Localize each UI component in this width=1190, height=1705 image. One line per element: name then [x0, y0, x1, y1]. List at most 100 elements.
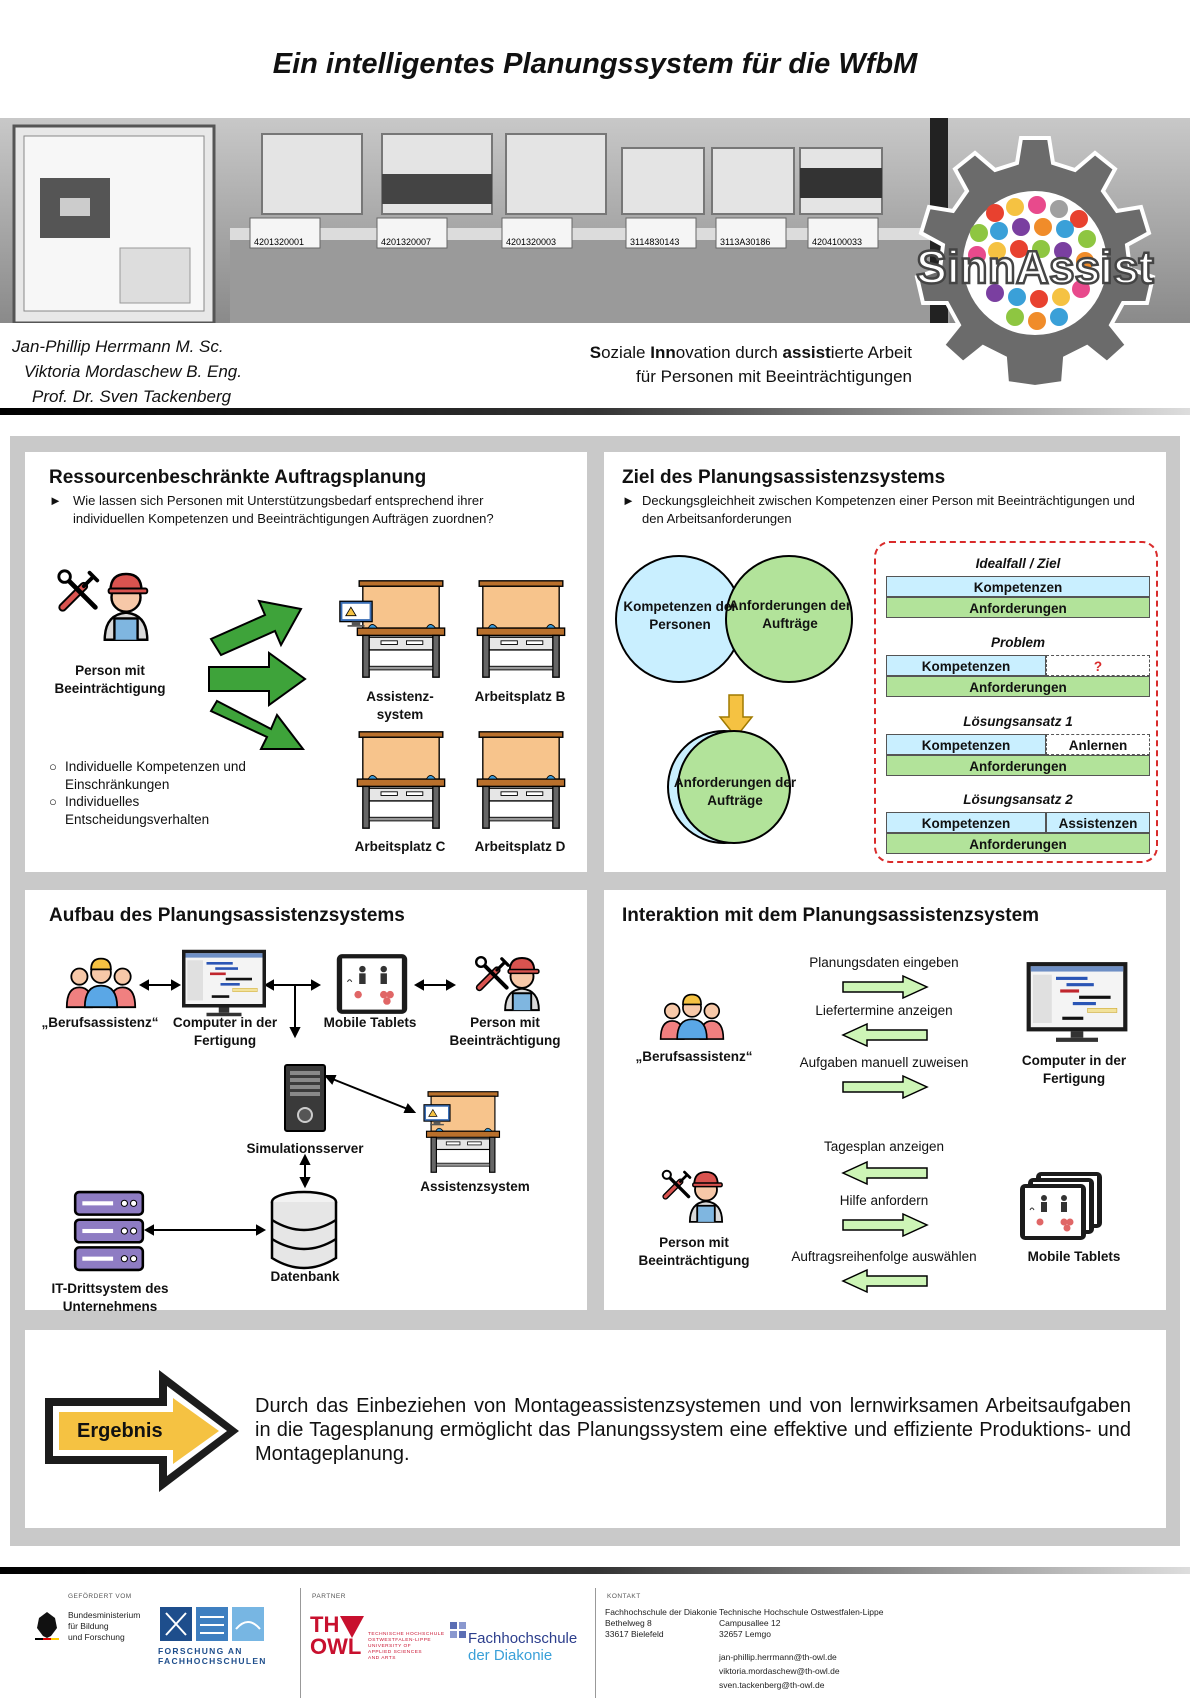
- computer-icon: [180, 948, 268, 1018]
- thowl-text: TECHNISCHE HOCHSCHULE OSTWESTFALEN-LIPPE…: [368, 1632, 445, 1662]
- address-thowl: Technische Hochschule Ostwestfalen-Lippe…: [719, 1607, 883, 1640]
- action-label: Planungsdaten eingeben: [809, 955, 959, 970]
- worker-icon: [499, 950, 545, 1012]
- requirement-bar: Anforderungen: [886, 676, 1150, 697]
- team-icon: [65, 955, 137, 1009]
- panel-ziel: Ziel des Planungsassistenzsystems ► Deck…: [604, 452, 1166, 872]
- station-c-icon: [355, 730, 447, 830]
- bin-label-6: 4204100033: [812, 237, 862, 247]
- address-line: Technische Hochschule Ostwestfalen-Lippe: [719, 1607, 884, 1617]
- fh-program-logo: [160, 1607, 264, 1641]
- bin-label-3: 4201320003: [506, 237, 556, 247]
- author-3: Prof. Dr. Sven Tackenberg: [32, 387, 232, 406]
- list-marker: ○: [49, 794, 57, 809]
- bin-label-1: 4201320001: [254, 237, 304, 247]
- node-person: Person mit Beeinträchtigung: [449, 1015, 561, 1048]
- action-label: Tagesplan anzeigen: [823, 1139, 945, 1154]
- node-server: Simulationsserver: [246, 1141, 364, 1156]
- panel-2-title: Ziel des Planungsassistenzsystems: [622, 467, 946, 488]
- assistenz-desk-icon: [425, 1090, 501, 1174]
- architecture-connectors: [138, 979, 457, 1236]
- address-line: 33617 Bielefeld: [605, 1629, 664, 1639]
- action-label: Hilfe anfordern: [839, 1193, 929, 1208]
- arrow-right: [842, 1212, 929, 1238]
- result-arrow-icon: [45, 1370, 239, 1492]
- email-link[interactable]: viktoria.mordaschew@th-owl.de: [719, 1666, 840, 1676]
- sinnassist-logo: SinnAssist: [905, 128, 1165, 398]
- system-computer: Computer in der Fertigung: [1021, 1053, 1127, 1086]
- node-berufsassistenz: „Berufsassistenz“: [41, 1015, 159, 1030]
- panel-1-title: Ressourcenbeschränkte Auftragsplanung: [49, 467, 427, 488]
- arrows-to-stations: [208, 599, 307, 750]
- arrow-left: [841, 1268, 928, 1294]
- project-tagline: Soziale Innovation durch assistierte Arb…: [520, 341, 912, 389]
- requirement-bar: Anforderungen: [886, 597, 1150, 618]
- page-title: Ein intelligentes Planungssystem für die…: [272, 48, 918, 80]
- address-line: Fachhochschule der Diakonie: [605, 1607, 717, 1617]
- email-link[interactable]: sven.tackenberg@th-owl.de: [719, 1680, 825, 1690]
- panel-3-title: Aufbau des Planungsassistenzsystems: [49, 905, 405, 926]
- scenario-box: [874, 541, 1158, 863]
- assistance-bar: Assistenzen: [1046, 812, 1150, 833]
- team-icon: [659, 990, 725, 1042]
- partner-label: PARTNER: [312, 1593, 346, 1600]
- contact-label: KONTAKT: [607, 1593, 641, 1600]
- diakonie-icon: [450, 1622, 466, 1638]
- funded-label: GEFÖRDERT VOM: [68, 1593, 132, 1600]
- worker-icon: [97, 564, 155, 642]
- station-b-icon: [475, 579, 567, 679]
- scenario-title: Idealfall / Ziel: [975, 556, 1061, 571]
- station-d-icon: [475, 730, 567, 830]
- monitor-icon: [423, 1104, 451, 1126]
- node-tablets: Mobile Tablets: [323, 1015, 417, 1030]
- database-icon: [269, 1190, 339, 1270]
- panel-1-question: Wie lassen sich Personen mit Unterstützu…: [73, 493, 494, 526]
- bin-label-5: 3113A30186: [720, 237, 770, 247]
- competence-bar: Kompetenzen: [886, 576, 1150, 597]
- bin-label-4: 3114830143: [630, 237, 679, 247]
- thowl-mark-line: TH: [310, 1612, 340, 1637]
- diakonie-logo-text: Fachhochschule der Diakonie: [468, 1630, 577, 1664]
- person-label: Person mit Beeinträchtigung: [54, 663, 166, 696]
- result-label: Ergebnis: [77, 1420, 163, 1442]
- fh-program-text: FORSCHUNG AN FACHHOCHSCHULEN: [158, 1646, 267, 1666]
- author-2: Viktoria Mordaschew B. Eng.: [24, 362, 242, 381]
- address-line: Bethelweg 8: [605, 1618, 652, 1628]
- action-label: Aufgaben manuell zuweisen: [799, 1055, 969, 1070]
- server-icon: [283, 1062, 327, 1134]
- station-assistenz-icon: [355, 579, 447, 679]
- requirement-bar: Anforderungen: [886, 833, 1150, 854]
- thowl-line: UNIVERSITY OF: [368, 1644, 412, 1649]
- eagle-icon: [35, 1612, 59, 1640]
- scenario-title: Problem: [990, 635, 1045, 650]
- actor-berufsassistenz: „Berufsassistenz“: [635, 1049, 753, 1064]
- tagline-line-2: für Personen mit Beeinträchtigungen: [636, 367, 912, 386]
- bottom-rule: [0, 1567, 1190, 1574]
- node-assistenzsystem: Assistenzsystem: [420, 1179, 530, 1194]
- author-list: Jan-Phillip Herrmann M. Sc. Viktoria Mor…: [12, 334, 242, 409]
- panel-2-statement: Deckungsgleichheit zwischen Kompetenzen …: [642, 493, 1135, 526]
- rack-icon: [73, 1190, 145, 1272]
- list-item: Individuelles Entscheidungsverhalten: [65, 794, 210, 827]
- circle-competence-label: Kompetenzen der Personen: [623, 599, 737, 632]
- ministry-line: für Bildung: [68, 1621, 109, 1631]
- thowl-mark-line: OWL: [310, 1634, 362, 1659]
- diakonie-line: Fachhochschule: [468, 1630, 578, 1647]
- tablet-icon: [333, 952, 411, 1016]
- arrow-left: [841, 1022, 928, 1048]
- ministry-line: und Forschung: [68, 1632, 125, 1642]
- list-item: Individuelle Kompetenzen und Einschränku…: [65, 759, 246, 792]
- logo-dots: [968, 196, 1096, 330]
- thowl-line: AND ARTS: [368, 1656, 396, 1661]
- ministry-name: Bundesministerium für Bildung und Forsch…: [68, 1610, 140, 1643]
- station-label: Arbeitsplatz C: [354, 839, 446, 854]
- tagline-line-1: Soziale Innovation durch assistierte Arb…: [520, 341, 912, 365]
- diakonie-line: der Diakonie: [468, 1647, 553, 1664]
- arrow-right: [842, 974, 929, 1000]
- circle-requirements-label: Anforderungen der Aufträge: [728, 598, 852, 631]
- node-it-system: IT-Drittsystem des Unternehmens: [51, 1281, 169, 1314]
- email-link[interactable]: jan-phillip.herrmann@th-owl.de: [719, 1652, 837, 1662]
- actor-person: Person mit Beeinträchtigung: [638, 1235, 750, 1268]
- arrow-right: [842, 1074, 929, 1100]
- station-label: Arbeitsplatz D: [474, 839, 566, 854]
